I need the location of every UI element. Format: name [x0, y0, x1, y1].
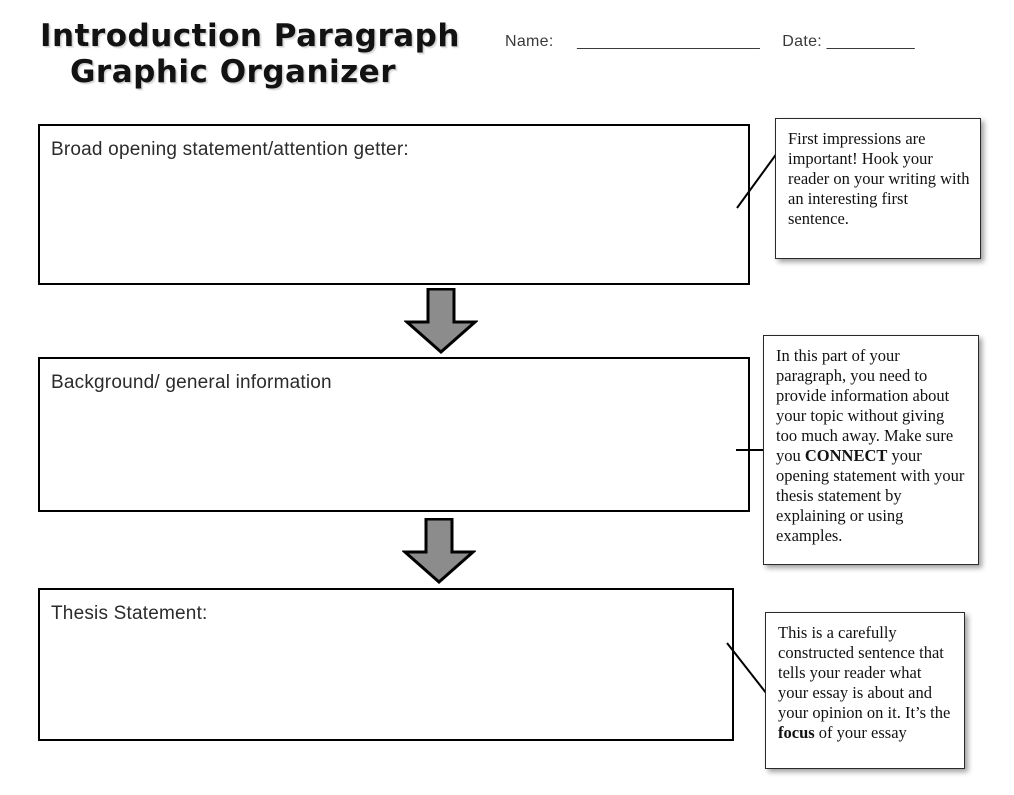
page-title: Introduction Paragraph Graphic Organizer — [38, 18, 460, 90]
name-input-rule[interactable]: _______________________ — [577, 33, 760, 50]
answer-box-broad-opening[interactable]: Broad opening statement/attention getter… — [38, 124, 750, 285]
answer-box-label-thesis-statement: Thesis Statement: — [51, 603, 208, 624]
callout-broad-opening: First impressions are important! Hook yo… — [775, 118, 981, 259]
callout-text: In this part of your paragraph, you need… — [776, 346, 965, 545]
callout-thesis: This is a carefully constructed sentence… — [765, 612, 965, 769]
date-input-rule[interactable]: ___________ — [826, 33, 915, 50]
callout-text: First impressions are important! Hook yo… — [788, 129, 970, 228]
answer-box-label-background: Background/ general information — [51, 372, 332, 393]
down-arrow-icon — [401, 517, 477, 585]
title-line-1: Introduction Paragraph — [40, 18, 460, 54]
callout-background: In this part of your paragraph, you need… — [763, 335, 979, 565]
name-date-line: Name: _______________________ Date: ____… — [505, 33, 915, 51]
name-label: Name: — [505, 33, 554, 50]
title-line-2: Graphic Organizer — [69, 54, 396, 90]
date-label: Date: — [782, 33, 823, 50]
answer-box-label-broad-opening: Broad opening statement/attention getter… — [51, 139, 409, 160]
callout-text: This is a carefully constructed sentence… — [778, 623, 951, 742]
answer-box-background[interactable]: Background/ general information — [38, 357, 750, 512]
answer-box-thesis-statement[interactable]: Thesis Statement: — [38, 588, 734, 741]
down-arrow-icon — [403, 287, 479, 355]
